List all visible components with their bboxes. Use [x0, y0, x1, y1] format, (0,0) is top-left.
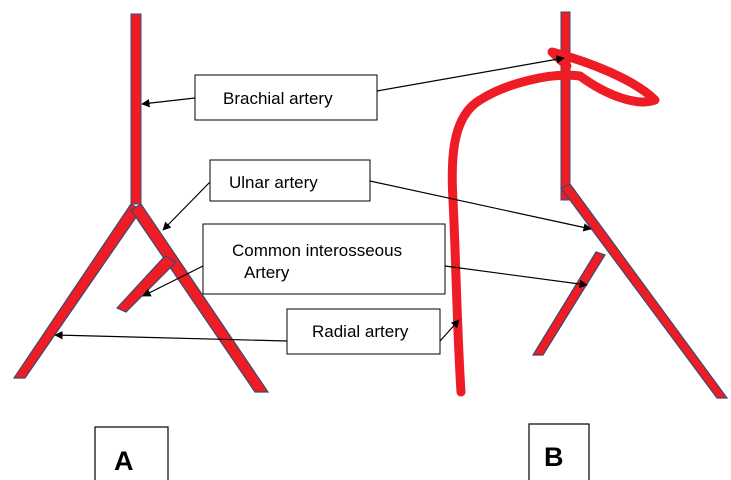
arrow-brachial-a: [142, 98, 195, 104]
interosseous-label-line2: Artery: [244, 263, 290, 282]
arrow-ulnar-a: [163, 182, 210, 230]
panel-b-label: B: [544, 442, 564, 472]
radial-loop-artery-b: [452, 52, 655, 392]
interosseous-label-line1: Common interosseous: [232, 241, 402, 260]
arrow-ulnar-b: [370, 181, 591, 229]
brachial-label: Brachial artery: [223, 89, 333, 108]
ulnar-label: Ulnar artery: [229, 173, 318, 192]
brachial-artery-a: [131, 14, 141, 204]
arrow-interosseous-b: [445, 266, 587, 285]
brachial-artery-b: [561, 12, 570, 200]
radial-label: Radial artery: [312, 322, 409, 341]
radial-artery-a: [14, 204, 141, 378]
diagram-a: [14, 14, 268, 392]
arrow-radial-a: [55, 335, 287, 341]
interosseous-artery-b: [533, 252, 605, 355]
panel-a-label: A: [114, 446, 134, 476]
ulnar-artery-b: [561, 184, 727, 398]
